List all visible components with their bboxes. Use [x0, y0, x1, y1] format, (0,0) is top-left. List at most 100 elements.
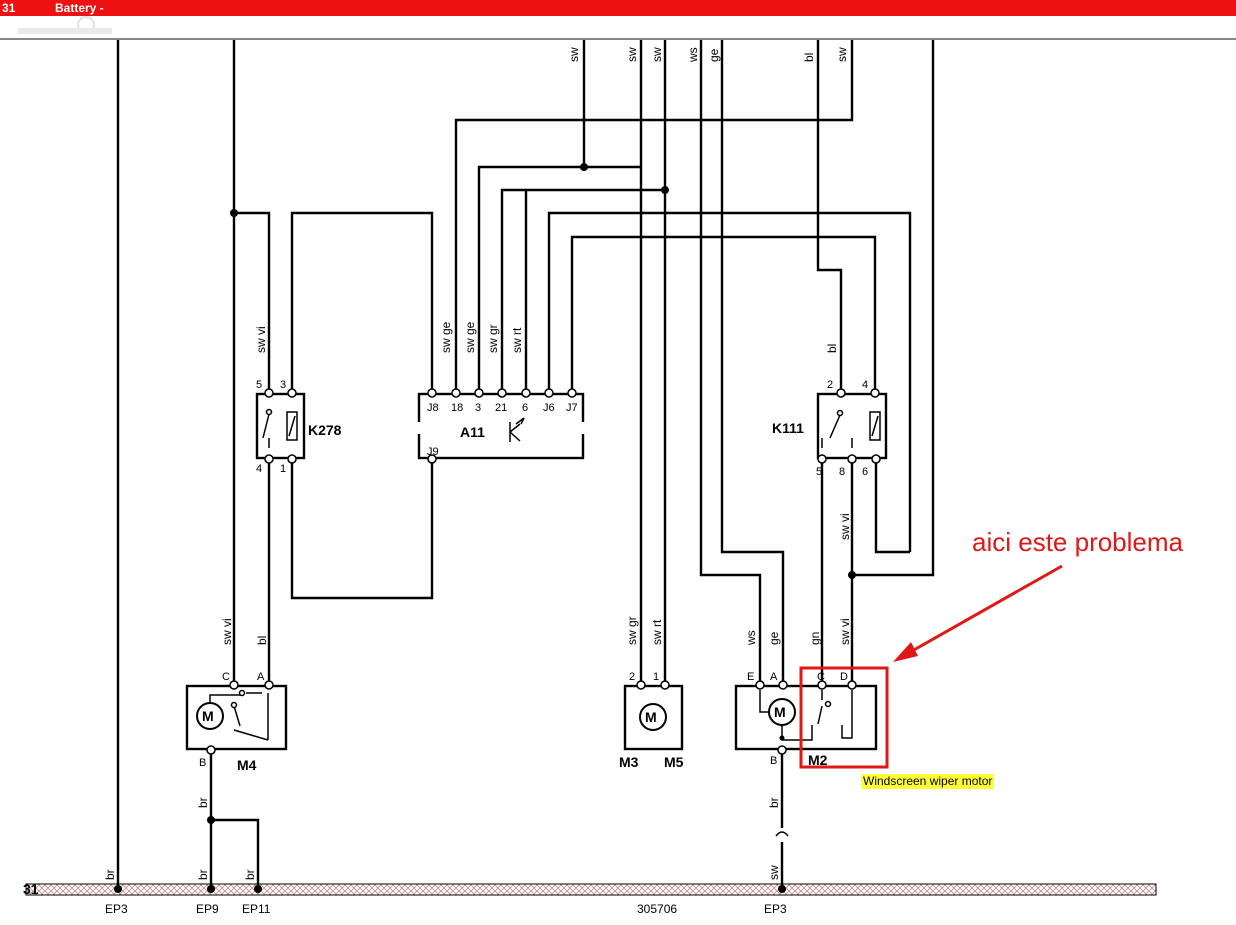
- wire-label: sw ge: [463, 321, 477, 353]
- junction-dot: [580, 163, 588, 171]
- wire-label: br: [196, 797, 210, 808]
- junction-dot: [848, 571, 856, 579]
- pin-label: 3: [280, 379, 286, 391]
- module-a11: J8 18 3 21 6 J6 J7 J9 A11: [414, 392, 588, 460]
- wire: [547, 211, 912, 552]
- wire-label: sw vi: [838, 618, 852, 645]
- pin-label: C: [817, 671, 825, 683]
- wire: [290, 211, 434, 393]
- wire-label: bl: [825, 344, 839, 353]
- junction-dot: [661, 186, 669, 194]
- pin-label: C: [222, 671, 230, 683]
- pin-label: 5: [816, 466, 822, 478]
- wire-label: sw gr: [625, 616, 639, 645]
- junction-dot: [778, 885, 786, 893]
- wire-label: sw: [835, 47, 849, 62]
- motor-icon: M: [639, 703, 667, 731]
- pin-label: J6: [543, 402, 555, 414]
- relay-k111: 2 4 5 8 6 K111: [772, 379, 888, 478]
- motor-icon: M: [196, 689, 269, 741]
- wire-label: sw rt: [650, 619, 664, 645]
- relay-k111-label: K111: [772, 420, 804, 436]
- club-logo-icon: [16, 16, 114, 38]
- window-title: Battery -: [55, 1, 104, 15]
- wire-label: sw: [650, 47, 664, 62]
- wire: [290, 458, 434, 600]
- pin-label: D: [840, 671, 848, 683]
- ground-bus: [25, 883, 1157, 896]
- wire-label: br: [103, 869, 117, 880]
- junction-dot: [207, 816, 215, 824]
- wire-labels: sw sw sw ws ge bl sw sw vi sw ge sw ge s…: [103, 47, 852, 880]
- module-a11-label: A11: [460, 424, 485, 440]
- pin-label: B: [199, 757, 206, 769]
- wire-label: bl: [255, 636, 269, 645]
- pin-label: J7: [566, 402, 578, 414]
- wire-bridge: [775, 831, 789, 837]
- wire-label: sw: [767, 865, 781, 880]
- pin-label: 3: [475, 402, 481, 414]
- relay-k278: 5 3 4 1 K278: [255, 379, 342, 475]
- ground-point-label: EP3: [764, 902, 787, 916]
- title-left: 31: [2, 1, 16, 15]
- pin-label: 4: [256, 463, 262, 475]
- relay-coil-icon: [286, 411, 298, 441]
- pin-label: 18: [451, 402, 463, 414]
- pin-label: 1: [653, 671, 659, 683]
- relay-k278-label: K278: [308, 422, 342, 438]
- wire-label: sw rt: [510, 327, 524, 353]
- arrow-icon: [893, 564, 1063, 662]
- wire: [454, 40, 854, 393]
- ground-bus-label: 31: [23, 881, 39, 897]
- relay-switch-icon: [262, 408, 273, 448]
- motor-m5-label: M5: [664, 754, 684, 770]
- wire: [234, 211, 271, 393]
- motor-m3-m5: 2 1 M M3 M5: [619, 671, 684, 770]
- wire-label: sw vi: [220, 618, 234, 645]
- relay-coil-icon: [869, 411, 881, 441]
- wire: [500, 188, 665, 393]
- highlight-box: [799, 666, 889, 769]
- motor-symbol: M: [645, 709, 657, 725]
- wire-label: bl: [802, 53, 816, 62]
- motor-symbol: M: [202, 708, 214, 724]
- wire-label: sw vi: [838, 513, 852, 540]
- junction-dot: [230, 209, 238, 217]
- wire: [720, 40, 785, 685]
- pin-label: B: [770, 755, 777, 767]
- pin-label: A: [257, 671, 265, 683]
- wire-label: br: [243, 869, 257, 880]
- pin-label: 5: [256, 379, 262, 391]
- pin-label: 1: [280, 463, 286, 475]
- wire-label: ws: [686, 47, 700, 63]
- motor-m4-label: M4: [237, 757, 257, 773]
- junction-dot: [254, 885, 262, 893]
- pin-label: 21: [495, 402, 507, 414]
- wire: [852, 40, 935, 577]
- pin-label: A: [770, 671, 778, 683]
- wire: [816, 40, 843, 393]
- motor-m3-label: M3: [619, 754, 639, 770]
- relay-switch-icon: [821, 409, 853, 448]
- motor-m2: E A C D B M M2: [734, 671, 878, 768]
- wire-label: ge: [707, 48, 721, 62]
- pin-label: 2: [629, 671, 635, 683]
- pin-label: 8: [839, 466, 845, 478]
- pin-label: 6: [522, 402, 528, 414]
- wire-label: gn: [808, 632, 822, 645]
- motor-symbol: M: [774, 704, 786, 720]
- wire-label: sw gr: [486, 324, 500, 353]
- pin-label: 6: [862, 466, 868, 478]
- toolbar-divider: [0, 38, 1236, 40]
- ground-point-label: EP3: [105, 902, 128, 916]
- diagram-number: 305706: [637, 902, 677, 916]
- wire-label: ws: [744, 630, 758, 646]
- wire: [477, 165, 641, 393]
- wire-label: ge: [767, 631, 781, 645]
- wire-label: sw: [567, 47, 581, 62]
- title-bar: 31 Battery -: [0, 0, 1236, 16]
- transistor-icon: [509, 417, 525, 442]
- annotation-text: aici este problema: [972, 527, 1183, 557]
- wire: [570, 235, 877, 393]
